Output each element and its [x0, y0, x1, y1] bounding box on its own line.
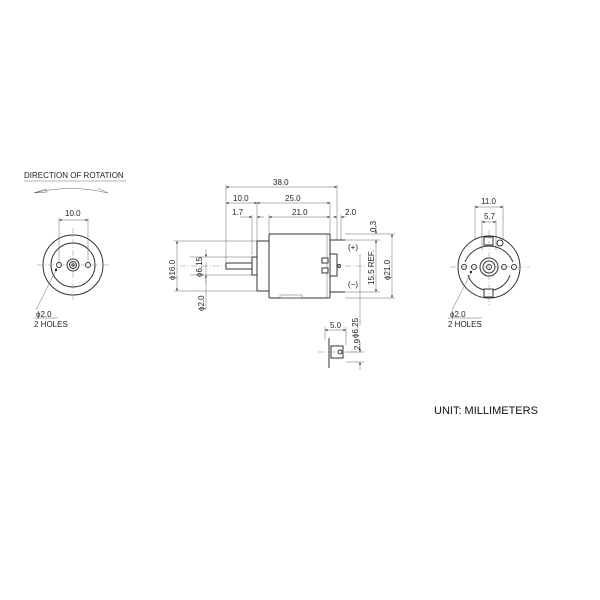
- terminal-detail: 5.0 2.9: [318, 321, 364, 370]
- motor-collar: [256, 240, 270, 292]
- svg-text:10.0: 10.0: [233, 194, 249, 203]
- svg-text:15.5 REF.: 15.5 REF.: [367, 250, 376, 285]
- svg-text:2.9: 2.9: [353, 338, 362, 350]
- svg-text:(+): (+): [348, 243, 358, 252]
- svg-text:ϕ2.0: ϕ2.0: [450, 310, 466, 319]
- svg-text:5.7: 5.7: [484, 212, 496, 221]
- dim-collar-dia: ϕ16.0: [168, 259, 177, 280]
- svg-text:2 HOLES: 2 HOLES: [448, 320, 482, 329]
- svg-text:1.7: 1.7: [232, 208, 244, 217]
- dim-overall-length: 38.0: [273, 178, 289, 187]
- svg-text:0.3: 0.3: [369, 220, 378, 232]
- unit-label: UNIT: MILLIMETERS: [434, 405, 538, 417]
- terminal-tab: [483, 236, 494, 246]
- svg-text:ϕ6.15: ϕ6.15: [195, 256, 204, 277]
- svg-text:5.0: 5.0: [330, 321, 342, 330]
- svg-text:21.0: 21.0: [292, 208, 308, 217]
- svg-text:(−): (−): [348, 280, 358, 289]
- svg-text:ϕ2.0: ϕ2.0: [36, 310, 52, 319]
- rotation-arrow-icon: [33, 187, 109, 194]
- svg-text:ϕ6.25: ϕ6.25: [351, 317, 360, 338]
- side-view: 38.0 10.0 25.0 1.7 21.0 2.0 (: [168, 178, 395, 338]
- svg-text:2 HOLES: 2 HOLES: [34, 320, 68, 329]
- front-view: DIRECTION OF ROTATION 10.0 ϕ2.0 2 HOLES: [24, 171, 126, 329]
- dim-hole-spacing: 10.0: [65, 209, 81, 218]
- rear-view: 11.0 5.7 ϕ2.0 2 HOLES: [448, 197, 530, 329]
- svg-text:25.0: 25.0: [285, 194, 301, 203]
- rotation-label: DIRECTION OF ROTATION: [24, 171, 124, 180]
- svg-text:ϕ2.0: ϕ2.0: [197, 295, 206, 311]
- motor-shaft: [225, 262, 254, 270]
- terminal-tab: [483, 288, 494, 298]
- svg-text:2.0: 2.0: [345, 208, 357, 217]
- svg-text:11.0: 11.0: [481, 197, 497, 206]
- motor-body: [268, 233, 331, 299]
- svg-text:ϕ21.0: ϕ21.0: [383, 259, 392, 280]
